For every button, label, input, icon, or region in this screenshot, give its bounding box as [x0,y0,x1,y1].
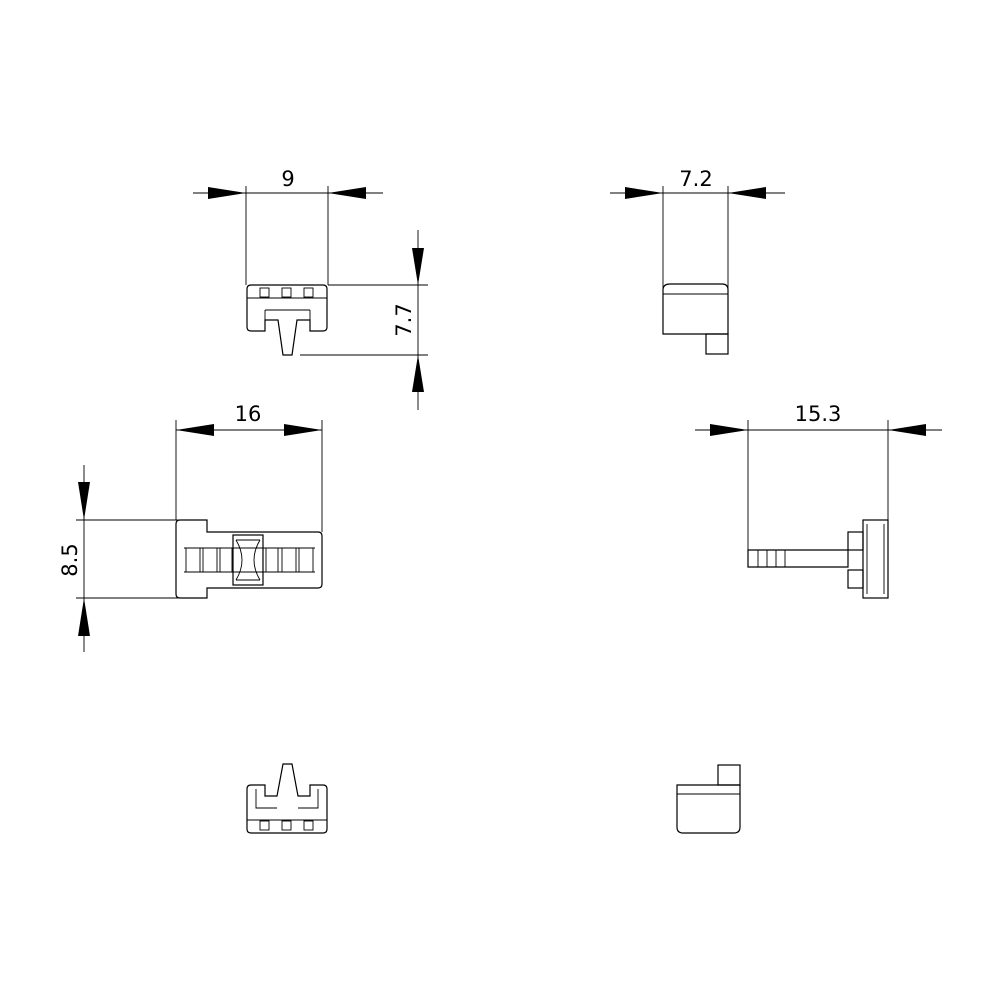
view-mid-left: 16 8.5 [58,402,323,652]
dim-label-7-2: 7.2 [679,167,712,191]
part-side-outline [662,283,729,355]
dimension-16: 16 [175,402,323,532]
dim-label-15-3: 15.3 [795,402,842,426]
view-bottom-right [676,764,741,834]
view-mid-right: 15.3 [695,402,942,599]
part-side2-outline [747,519,889,599]
dimension-15-3: 15.3 [695,402,942,550]
view-top-right: 7.2 [610,167,785,355]
part-front-outline [246,284,328,356]
part-top-outline [175,519,323,599]
view-top-left: 9 7.7 [193,167,428,410]
dim-label-16: 16 [235,402,262,426]
dim-label-7-7: 7.7 [392,303,416,336]
dimension-9: 9 [193,167,383,285]
dim-label-8-5: 8.5 [58,543,82,576]
view-bottom-left [246,763,328,834]
dimension-8-5: 8.5 [58,465,182,652]
dim-label-9: 9 [281,167,294,191]
dimension-7-2: 7.2 [610,167,785,290]
dimension-7-7: 7.7 [300,230,428,410]
